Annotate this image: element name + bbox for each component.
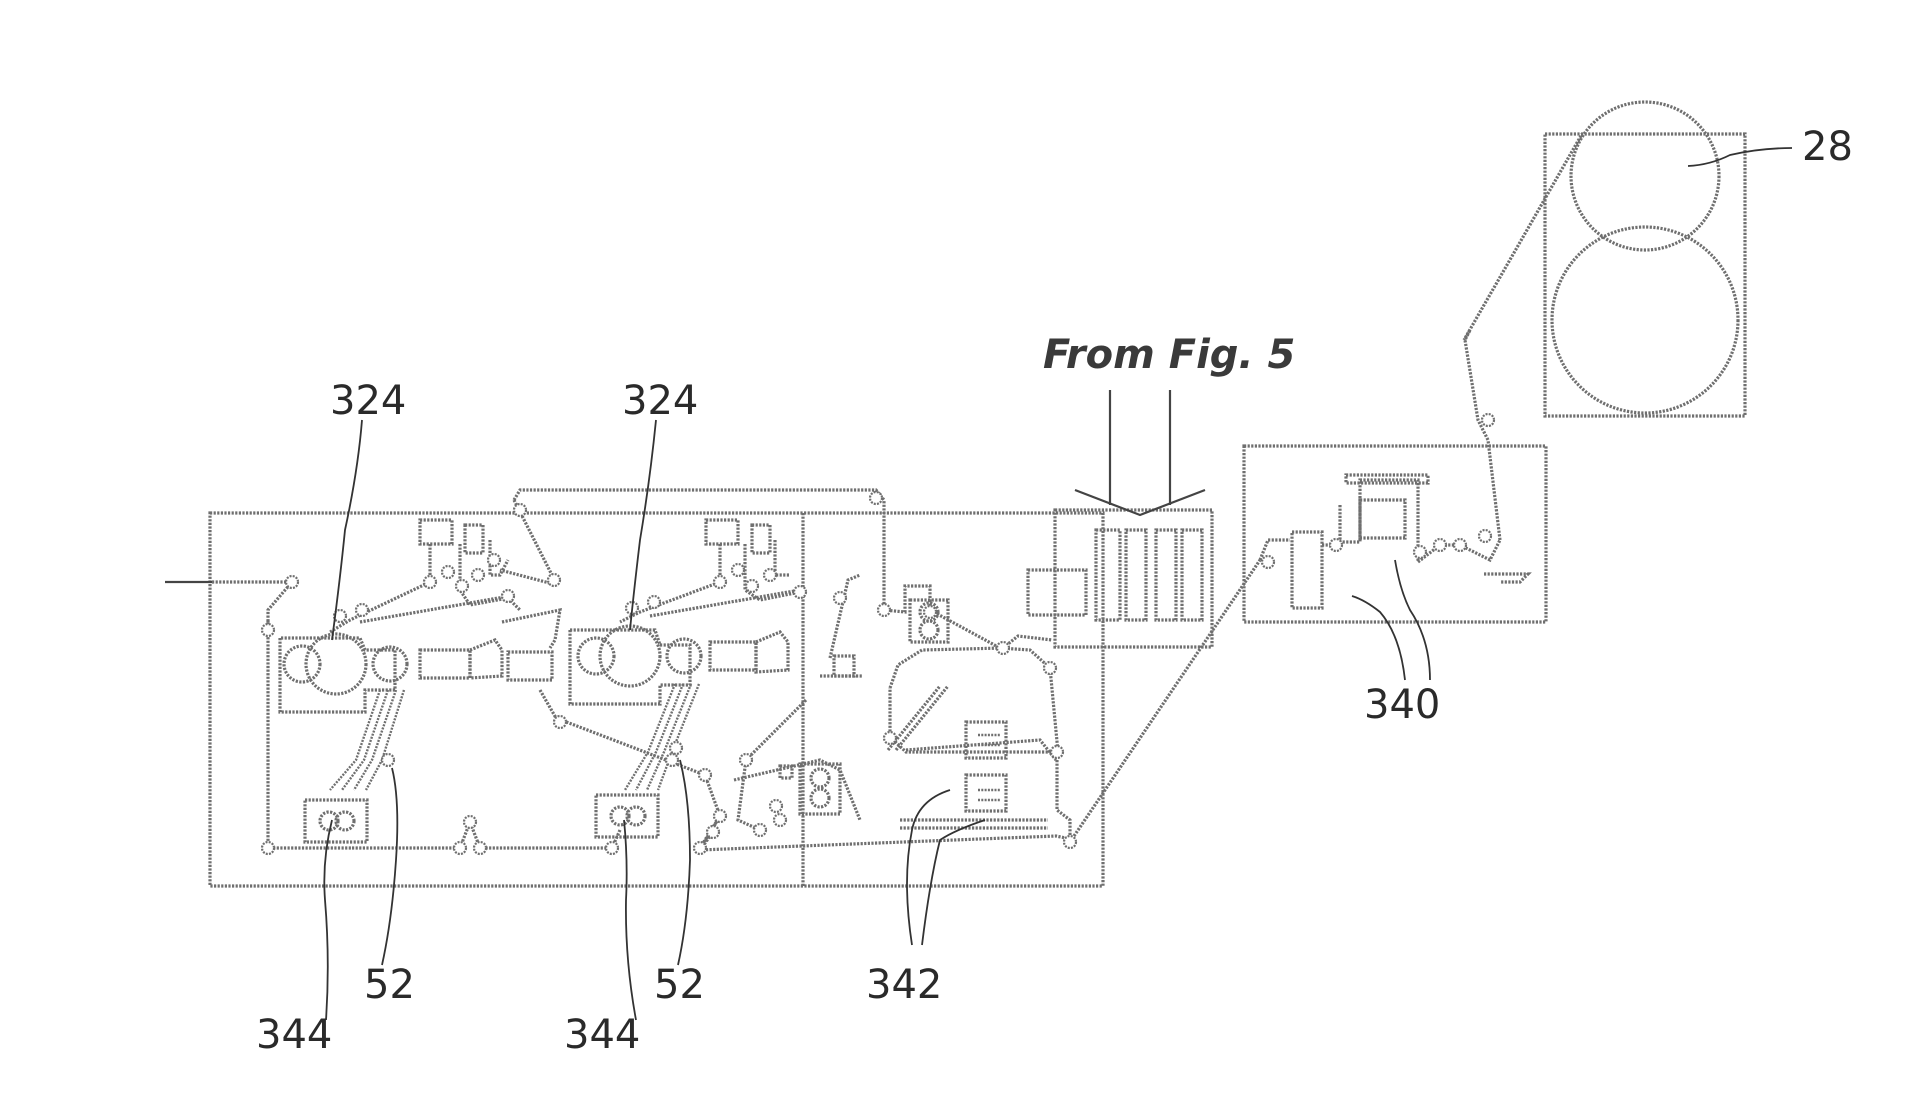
supply-1	[305, 800, 367, 842]
blanket-cylinder-2	[600, 626, 660, 686]
leader-lines	[324, 148, 1792, 1020]
ref-52-left: 52	[364, 962, 415, 1008]
blanket-cylinder-1	[306, 634, 366, 694]
labels: From Fig. 5 28 324 324 344 344 52 52 342…	[256, 124, 1853, 1058]
from-fig-label: From Fig. 5	[1043, 332, 1295, 378]
printing-unit-2	[570, 520, 800, 790]
ref-52-right: 52	[654, 962, 705, 1008]
ref-340: 340	[1364, 682, 1440, 728]
ref-344-right: 344	[564, 1012, 640, 1058]
ref-28: 28	[1802, 124, 1853, 170]
ref-324-right: 324	[622, 378, 698, 424]
ref-324-left: 324	[330, 378, 406, 424]
supply-2	[596, 795, 658, 837]
reel-stand	[1464, 102, 1745, 416]
ref-342: 342	[866, 962, 942, 1008]
feed-module	[1028, 390, 1212, 647]
printing-unit-1	[280, 520, 552, 790]
ref-344-left: 344	[256, 1012, 332, 1058]
